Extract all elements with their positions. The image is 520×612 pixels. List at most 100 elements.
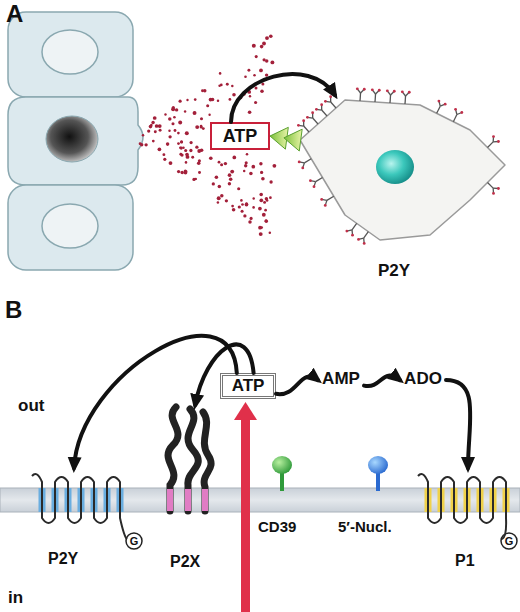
atp-dot [144, 143, 147, 146]
atp-dot [232, 93, 236, 97]
atp-dot [265, 219, 268, 222]
atp-dot [254, 101, 257, 104]
atp-dot [243, 170, 245, 172]
receptor-chain [418, 474, 506, 539]
signal-arrow [231, 74, 335, 122]
signal-arrow [74, 336, 237, 468]
atp-release-dots [139, 34, 277, 236]
atp-dot [200, 125, 203, 128]
atp-dot [218, 85, 221, 88]
atp-dot [255, 55, 258, 58]
atp-dot [212, 182, 215, 185]
atp-dot [172, 106, 175, 109]
nucleus [42, 204, 98, 248]
atp-dot [175, 108, 178, 111]
cell [8, 185, 133, 270]
atp-dot [189, 141, 192, 144]
atp-dot [185, 170, 187, 172]
atp-dot [245, 203, 249, 207]
node-label: ATP [223, 376, 273, 396]
node-label: P1 [455, 552, 475, 570]
atp-dot [262, 42, 266, 46]
p2y-receptor-symbol [324, 95, 336, 108]
atp-dot [164, 113, 166, 115]
atp-dot [261, 177, 265, 181]
atp-dot [264, 209, 267, 212]
atp-dot [142, 134, 145, 137]
atp-dot [263, 201, 266, 204]
atp-dot [237, 187, 240, 190]
p2y-receptor-symbol [298, 159, 311, 170]
atp-dot [171, 122, 174, 125]
atp-dot [180, 141, 182, 143]
signal-arrow [276, 377, 318, 395]
atp-dot [184, 110, 186, 112]
atp-dot [229, 177, 233, 181]
p2y-receptor-symbol [453, 108, 463, 122]
enzyme-head [272, 456, 292, 474]
atp-dot [191, 156, 194, 159]
atp-dot [218, 161, 221, 164]
p2y-receptor-symbol [356, 87, 366, 101]
atp-dot [193, 111, 196, 114]
atp-dot [180, 147, 183, 150]
atp-dot [153, 116, 157, 120]
atp-dot [173, 116, 176, 119]
atp-dot [249, 172, 253, 176]
side-label: in [8, 588, 23, 608]
atp-dot [169, 161, 173, 165]
p2y-receptor: P2Y [32, 468, 132, 530]
p2y-receptor-symbol [315, 103, 327, 116]
atp-dot [168, 130, 170, 132]
atp-dot [231, 85, 234, 88]
efflux-shaft [241, 418, 250, 612]
atp-dot [179, 100, 182, 103]
atp-dot [206, 104, 209, 107]
cell [8, 12, 133, 97]
atp-dot [180, 171, 184, 175]
p2x-channel: P2X [158, 405, 218, 515]
atp-dot [265, 36, 269, 40]
g-protein-circle [126, 533, 142, 549]
atp-dot [249, 95, 251, 97]
atp-dot [140, 143, 143, 146]
signal-arrow [364, 376, 400, 386]
p2y-receptor-symbol [437, 100, 447, 114]
helix [185, 489, 191, 511]
atp-dot [177, 132, 180, 135]
atp-dot [186, 99, 188, 101]
enzyme-head [368, 456, 388, 474]
atp-dot [189, 149, 192, 152]
atp-dot [215, 175, 219, 179]
metabolite-text: ADO [400, 368, 446, 390]
atp-dot [244, 164, 247, 167]
atp-dot [253, 74, 256, 77]
g-protein-label: G [501, 533, 517, 549]
atp-dot [178, 121, 182, 125]
atp-dot [180, 140, 183, 143]
nucleus [376, 150, 414, 184]
node-label: CD39 [258, 518, 296, 536]
node-outline [158, 405, 218, 515]
p2y-receptor-symbol [345, 223, 356, 236]
atp-dot [168, 135, 171, 138]
atp-dot [158, 124, 162, 128]
atp-dot [195, 146, 198, 149]
cd39-enzyme: CD39 [270, 455, 294, 490]
atp-dot [251, 165, 255, 169]
atp-dot [194, 98, 197, 101]
atp-dot [200, 125, 203, 128]
p2y-receptor-symbol [306, 111, 318, 124]
atp-dot [250, 217, 253, 220]
atp-box: ATP [210, 122, 270, 150]
target-cell [300, 100, 505, 240]
atp-dot [185, 131, 189, 135]
atp-dot [219, 72, 222, 75]
atp-dot [232, 208, 236, 212]
atp-dot [228, 182, 231, 185]
atp-dot [262, 213, 266, 217]
atp-dot [244, 76, 247, 79]
node-label: P2X [170, 553, 200, 571]
